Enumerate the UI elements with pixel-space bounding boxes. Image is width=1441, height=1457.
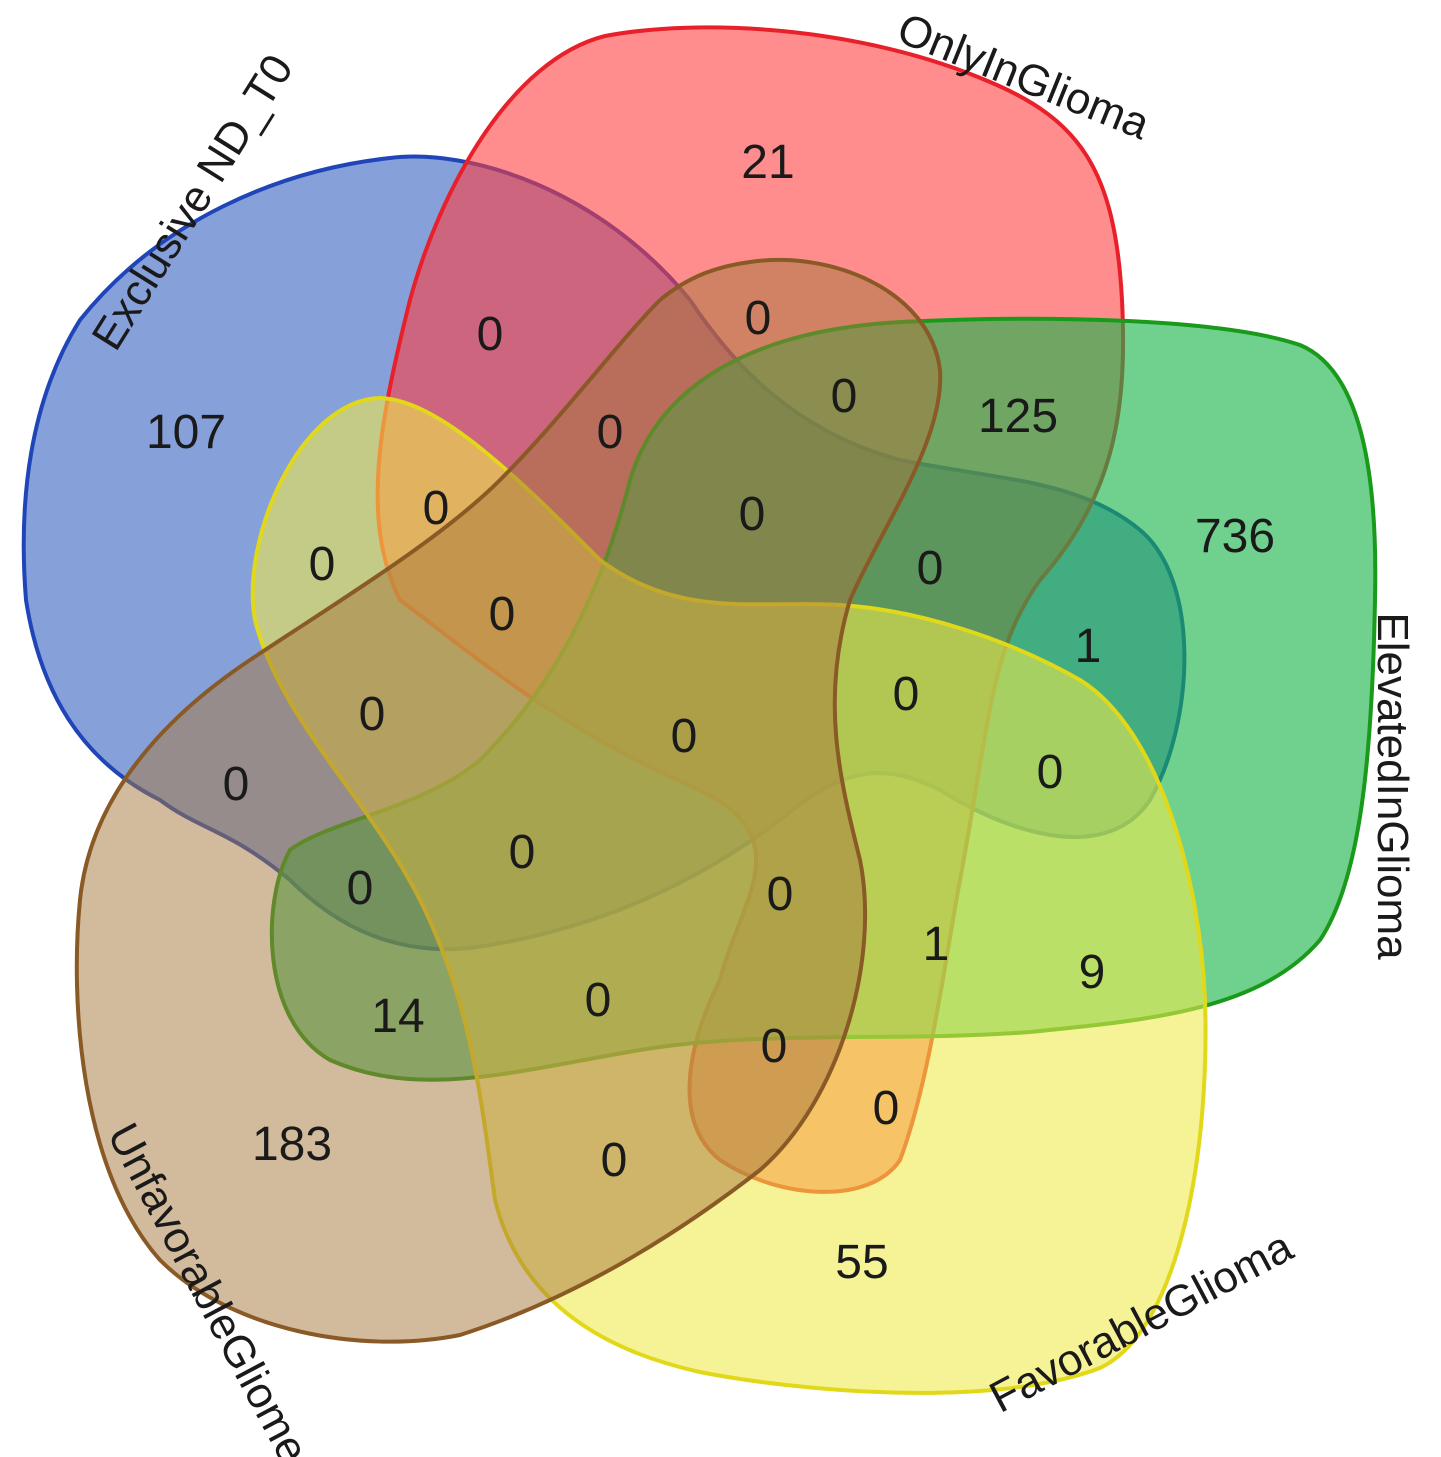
region-count: 0 bbox=[597, 406, 624, 459]
region-count: 0 bbox=[601, 1134, 628, 1187]
region-count: 0 bbox=[671, 710, 698, 763]
region-count: 0 bbox=[745, 292, 772, 345]
region-count: 1 bbox=[1075, 620, 1102, 673]
region-count: 0 bbox=[423, 482, 450, 535]
region-count: 0 bbox=[1037, 746, 1064, 799]
region-count: 1 bbox=[923, 918, 950, 971]
region-count: 736 bbox=[1195, 510, 1275, 563]
region-count: 9 bbox=[1079, 946, 1106, 999]
region-count: 0 bbox=[509, 826, 536, 879]
region-count: 0 bbox=[359, 688, 386, 741]
region-count: 107 bbox=[146, 406, 226, 459]
region-count: 0 bbox=[739, 488, 766, 541]
set-shape-unfavorable-gliome bbox=[74, 257, 943, 1344]
region-counts: 107 21 736 55 183 0 125 1 0 9 0 14 0 0 0… bbox=[146, 136, 1275, 1289]
region-count: 125 bbox=[978, 390, 1058, 443]
set-label-elevated-in-glioma: ElevatedInGlioma bbox=[1368, 612, 1417, 960]
region-count: 0 bbox=[489, 588, 516, 641]
region-count: 0 bbox=[223, 758, 250, 811]
region-count: 0 bbox=[873, 1082, 900, 1135]
region-count: 0 bbox=[893, 668, 920, 721]
region-count: 0 bbox=[309, 538, 336, 591]
region-count: 0 bbox=[585, 974, 612, 1027]
region-count: 0 bbox=[767, 868, 794, 921]
region-count: 55 bbox=[835, 1236, 888, 1289]
region-count: 0 bbox=[477, 308, 504, 361]
region-count: 0 bbox=[917, 542, 944, 595]
region-count: 183 bbox=[252, 1118, 332, 1171]
region-count: 0 bbox=[761, 1020, 788, 1073]
region-count: 14 bbox=[371, 990, 424, 1043]
region-count: 0 bbox=[347, 862, 374, 915]
region-count: 0 bbox=[831, 370, 858, 423]
region-count: 21 bbox=[741, 136, 794, 189]
set-shapes bbox=[21, 25, 1378, 1395]
